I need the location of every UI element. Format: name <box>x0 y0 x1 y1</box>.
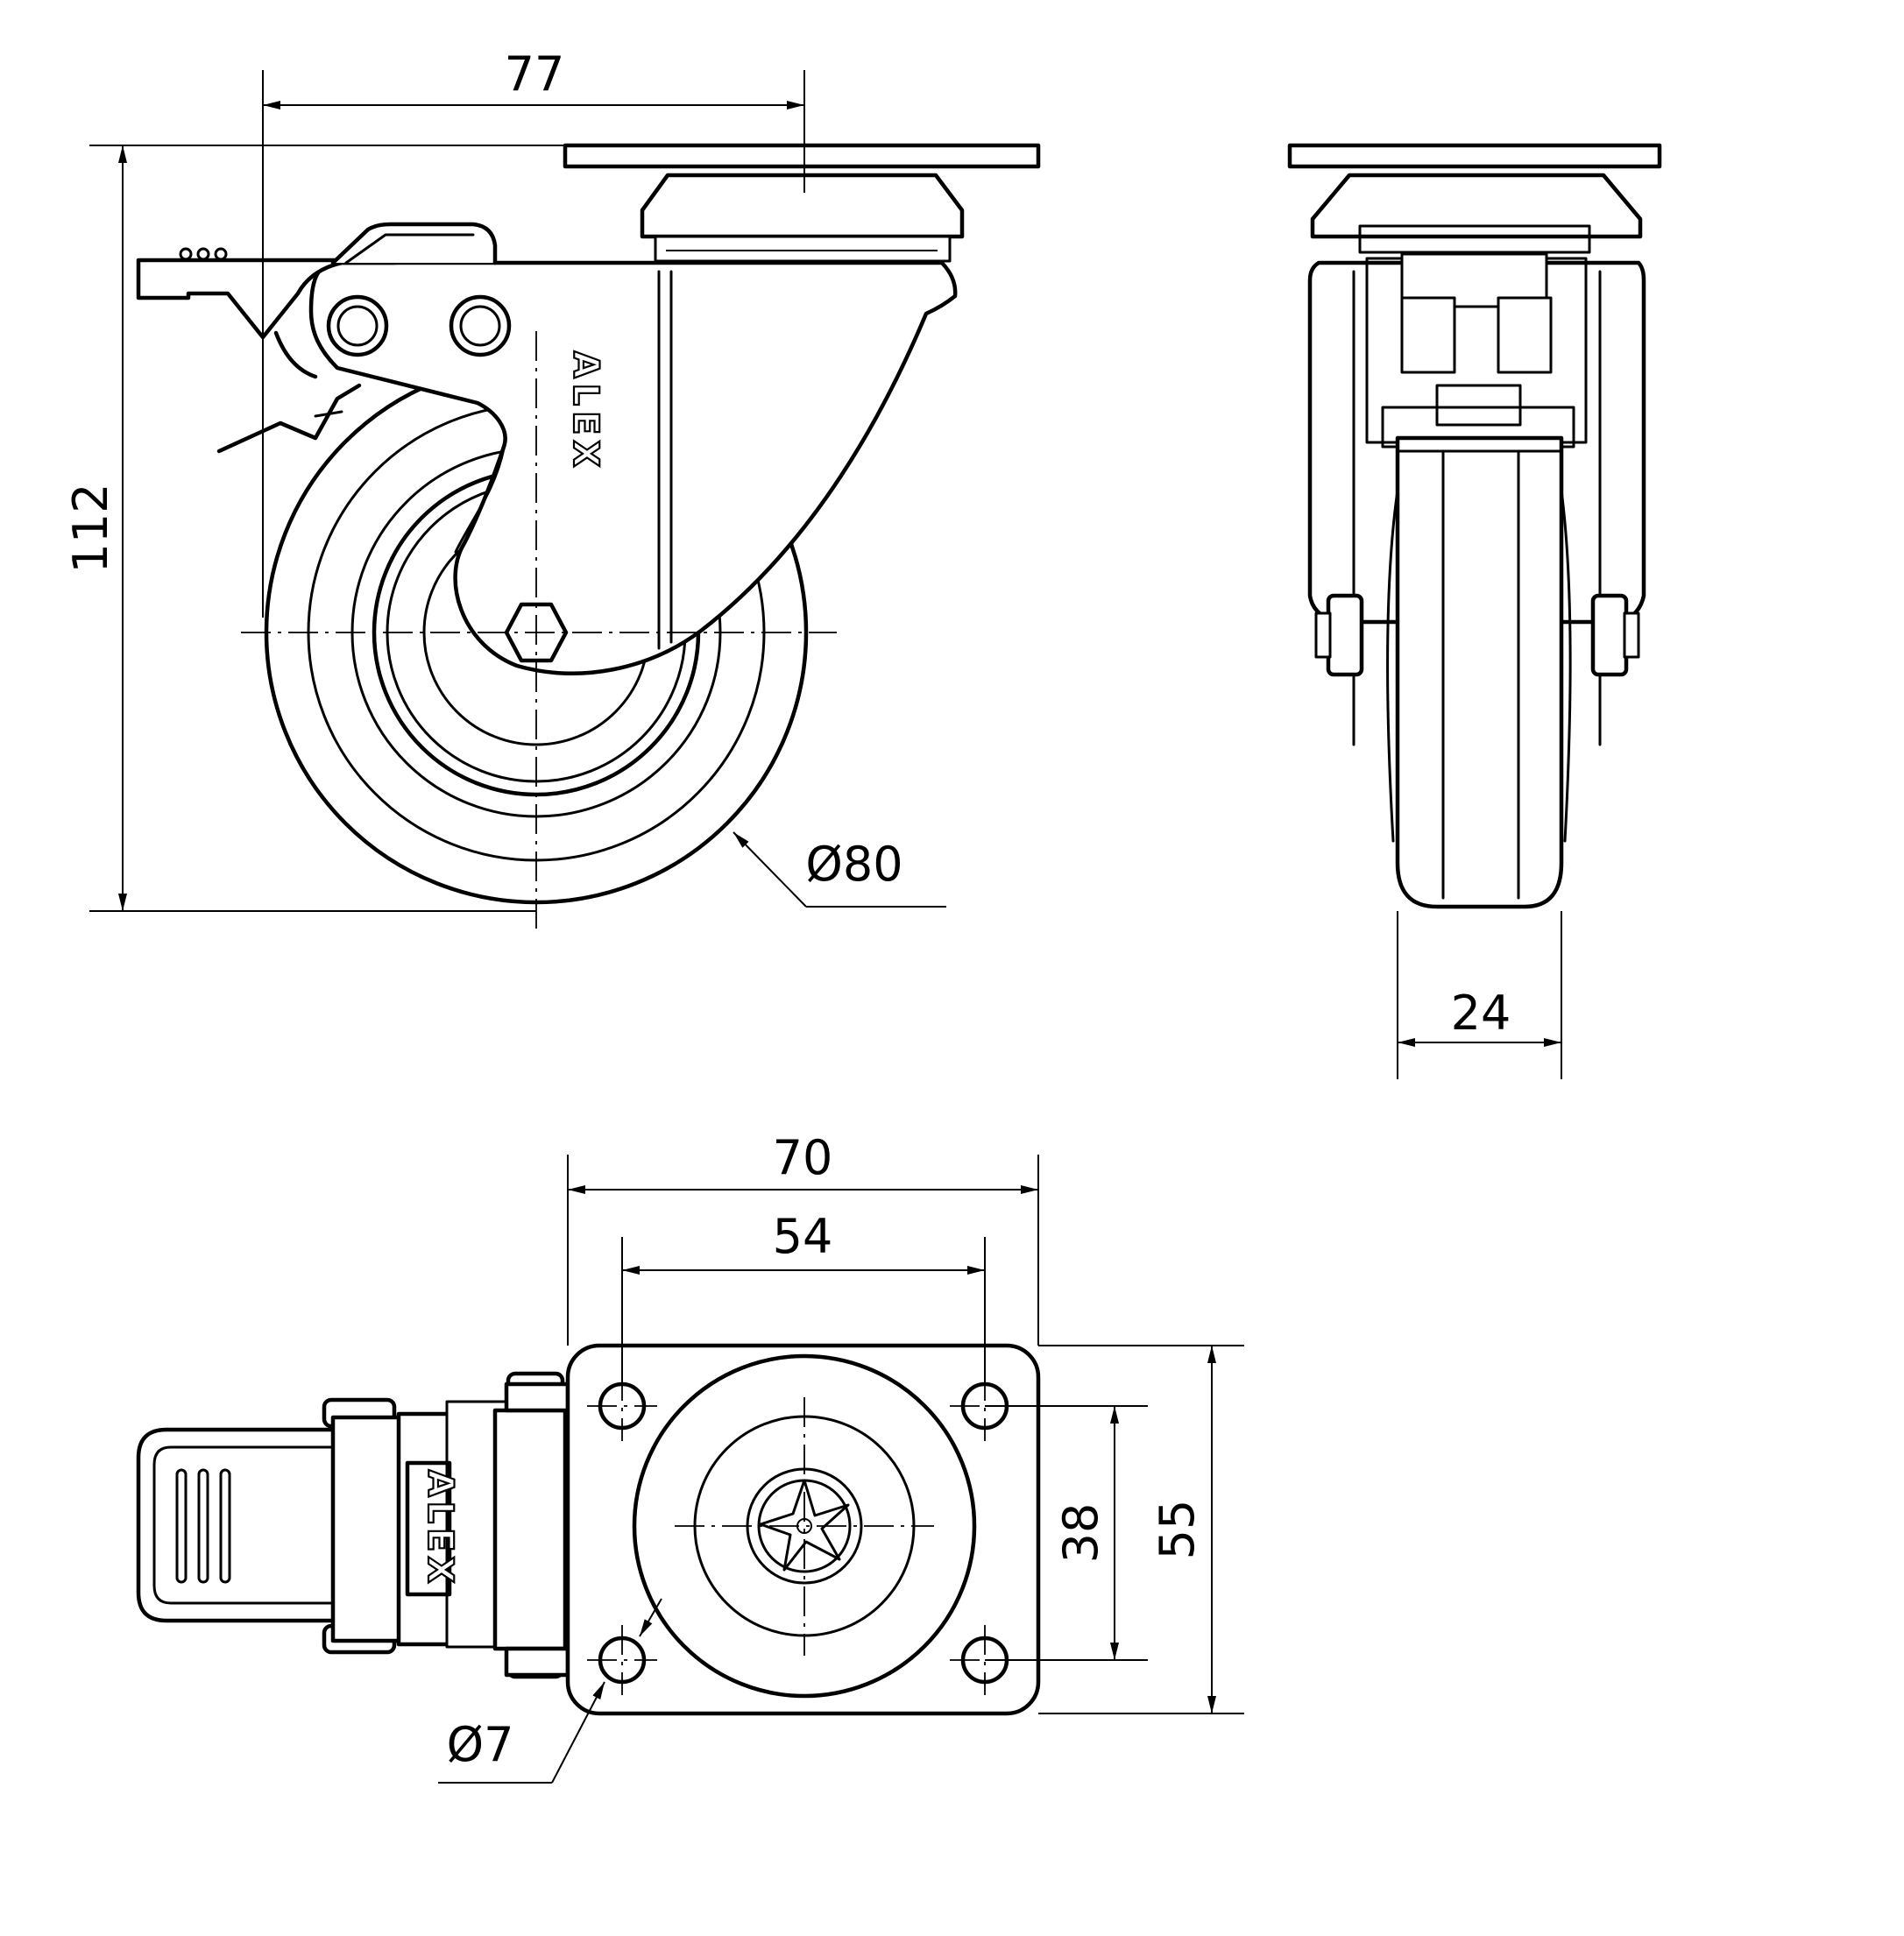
top-brand-text: ALEX <box>420 1470 460 1588</box>
dimension-labels: 77 112 Ø80 24 70 54 38 55 Ø7 <box>63 46 1511 1772</box>
front-view <box>1287 143 1662 909</box>
side-view-brand: ALEX <box>564 350 606 474</box>
dim-bolt-spacing-x-label: 54 <box>773 1209 833 1264</box>
side-view-brake-pedal <box>136 222 512 454</box>
dim-height-label: 112 <box>63 483 118 573</box>
top-view-mounting-plate <box>565 1343 1041 1716</box>
top-view-brake-pedal: ALEX <box>136 1371 570 1679</box>
side-brand-text: ALEX <box>565 351 605 473</box>
dimension-lines <box>89 70 1562 1784</box>
top-view: ALEX <box>136 1343 1041 1716</box>
dim-bolt-hole-diameter-label: Ø7 <box>447 1717 514 1772</box>
side-view-fork <box>308 260 958 675</box>
dim-plate-width-label: 70 <box>773 1130 833 1185</box>
dim-wheel-width-label: 24 <box>1451 986 1511 1041</box>
dim-bolt-spacing-y-label: 38 <box>1053 1503 1108 1564</box>
dim-plate-depth-label: 55 <box>1150 1500 1205 1560</box>
side-view-top-plate <box>563 143 1041 263</box>
dim-wheel-diameter-label: Ø80 <box>805 837 902 892</box>
side-view: ALEX <box>136 143 1041 929</box>
dim-offset-label: 77 <box>505 46 565 102</box>
